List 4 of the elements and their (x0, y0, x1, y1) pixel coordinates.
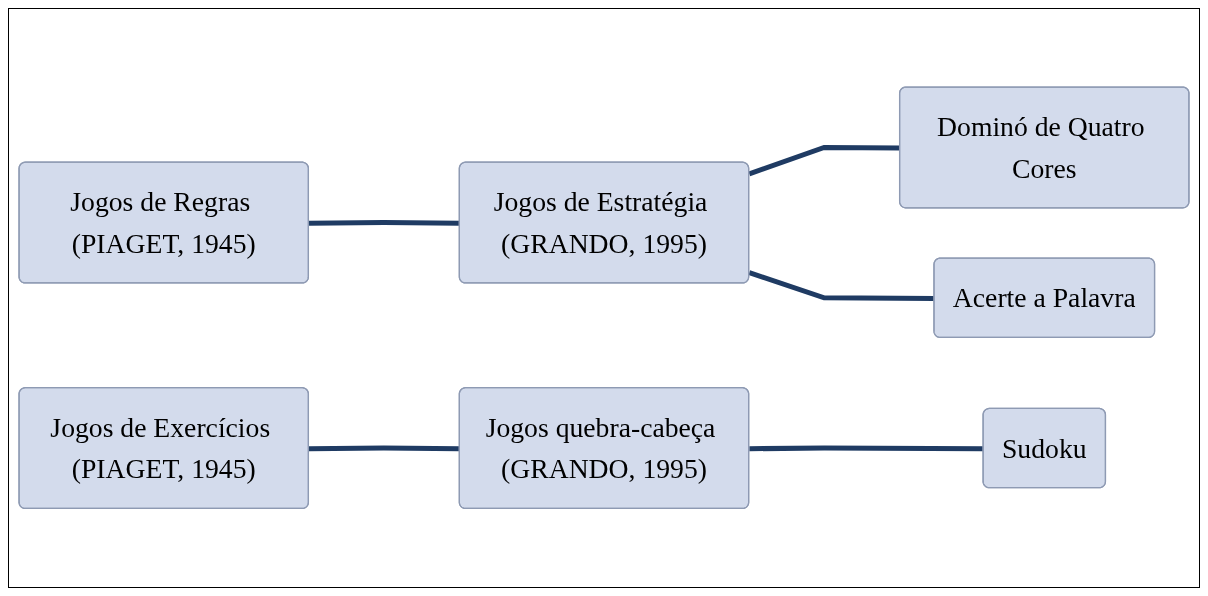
connector (748, 270, 935, 302)
connector (749, 445, 984, 452)
connector (309, 445, 460, 452)
connector (309, 220, 460, 226)
